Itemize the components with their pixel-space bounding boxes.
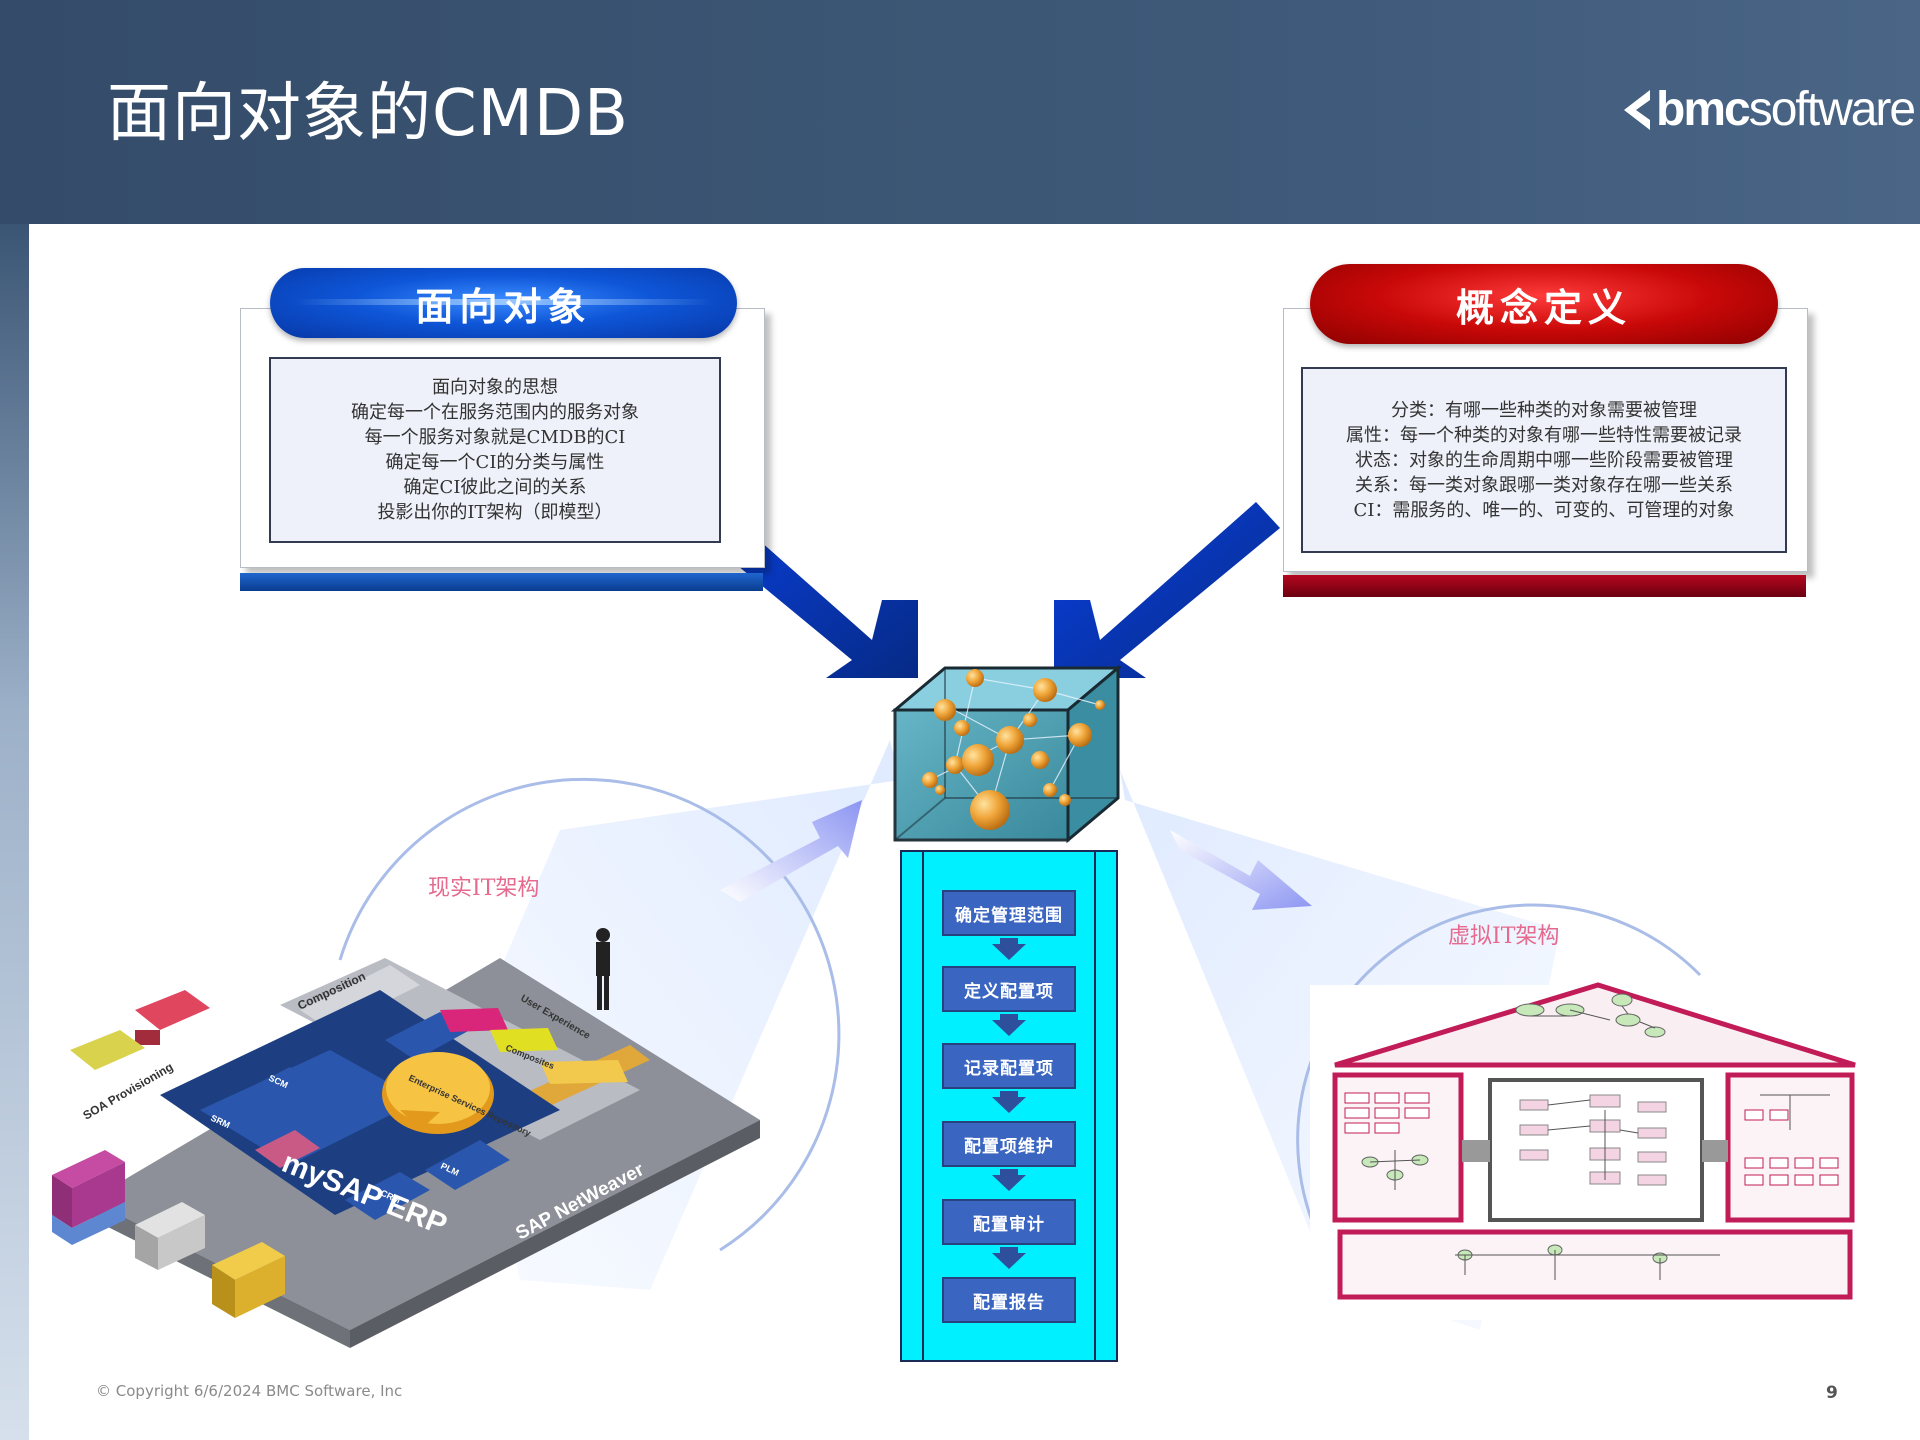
right-panel-heading-text: 概念定义	[1455, 284, 1632, 330]
process-step: 记录配置项	[942, 1043, 1076, 1089]
right-panel-line: 状态：对象的生命周期中哪一些阶段需要被管理	[1355, 449, 1733, 471]
process-step: 配置报告	[942, 1277, 1076, 1323]
right-panel-heading: 概念定义	[1310, 264, 1778, 344]
left-panel-line: 确定CI彼此之间的关系	[403, 477, 587, 498]
left-panel-line: 每一个服务对象就是CMDB的CI	[364, 427, 626, 448]
down-arrow-icon	[992, 1169, 1026, 1191]
logo-wordmark: bmcsoftware	[1656, 83, 1916, 136]
right-panel-line: 关系：每一类对象跟哪一类对象存在哪一些关系	[1355, 474, 1733, 496]
bmc-chevron-icon	[1624, 90, 1650, 130]
header-bar: 面向对象的CMDB bmcsoftware	[0, 0, 1920, 224]
right-panel-line: CI：需服务的、唯一的、可变的、可管理的对象	[1353, 499, 1735, 521]
left-panel-line: 确定每一个在服务范围内的服务对象	[351, 402, 639, 423]
down-arrow-icon	[992, 1091, 1026, 1113]
cmdb-cube	[890, 664, 1123, 844]
process-step: 确定管理范围	[942, 890, 1076, 936]
module-tag: CRM	[379, 1188, 402, 1206]
left-light-arrow	[720, 800, 862, 902]
module-tag: SRM	[209, 1113, 231, 1131]
left-panel-text-box: 面向对象的思想 确定每一个在服务范围内的服务对象 每一个服务对象就是CMDB的C…	[269, 357, 721, 543]
left-panel-line: 面向对象的思想	[432, 377, 558, 398]
right-panel-line: 属性：每一个种类的对象有哪一些特性需要被记录	[1346, 424, 1742, 446]
down-arrow-icon	[992, 938, 1026, 960]
right-light-arrow	[1170, 830, 1312, 910]
page-title: 面向对象的CMDB	[107, 77, 630, 151]
module-tag: SCM	[267, 1073, 289, 1091]
right-panel-line: 分类：有哪一些种类的对象需要被管理	[1391, 399, 1697, 421]
virtual-it-architecture-label: 虚拟IT架构	[1448, 924, 1560, 949]
left-panel-bar	[240, 573, 763, 591]
right-panel-bar	[1283, 575, 1806, 597]
bmc-logo: bmcsoftware	[1620, 82, 1916, 142]
left-circle-outline	[338, 777, 841, 1252]
page-number: 9	[1826, 1383, 1838, 1403]
process-step: 定义配置项	[942, 966, 1076, 1012]
right-panel-text-box: 分类：有哪一些种类的对象需要被管理 属性：每一个种类的对象有哪一些特性需要被记录…	[1301, 367, 1787, 553]
process-rail-left	[902, 852, 924, 1360]
left-panel-heading-text: 面向对象	[415, 283, 592, 329]
process-step: 配置审计	[942, 1199, 1076, 1245]
heading-shine	[295, 299, 712, 305]
left-panel-line: 投影出你的IT架构（即模型）	[377, 502, 613, 523]
virtual-architecture-graphic	[1310, 982, 1856, 1320]
down-arrow-icon	[992, 1014, 1026, 1036]
left-panel-heading: 面向对象	[270, 268, 737, 338]
module-tag: PLM	[439, 1161, 460, 1178]
right-circle-outline	[1296, 903, 1702, 1241]
copyright-footer: © Copyright 6/6/2024 BMC Software, Inc	[96, 1382, 403, 1400]
right-input-arrow	[1054, 502, 1280, 678]
real-it-architecture-label: 现实IT架构	[428, 876, 540, 901]
down-arrow-icon	[992, 1247, 1026, 1269]
process-rail-right	[1094, 852, 1116, 1360]
side-strip	[0, 224, 29, 1440]
left-panel-line: 确定每一个CI的分类与属性	[385, 452, 605, 473]
process-step: 配置项维护	[942, 1121, 1076, 1167]
